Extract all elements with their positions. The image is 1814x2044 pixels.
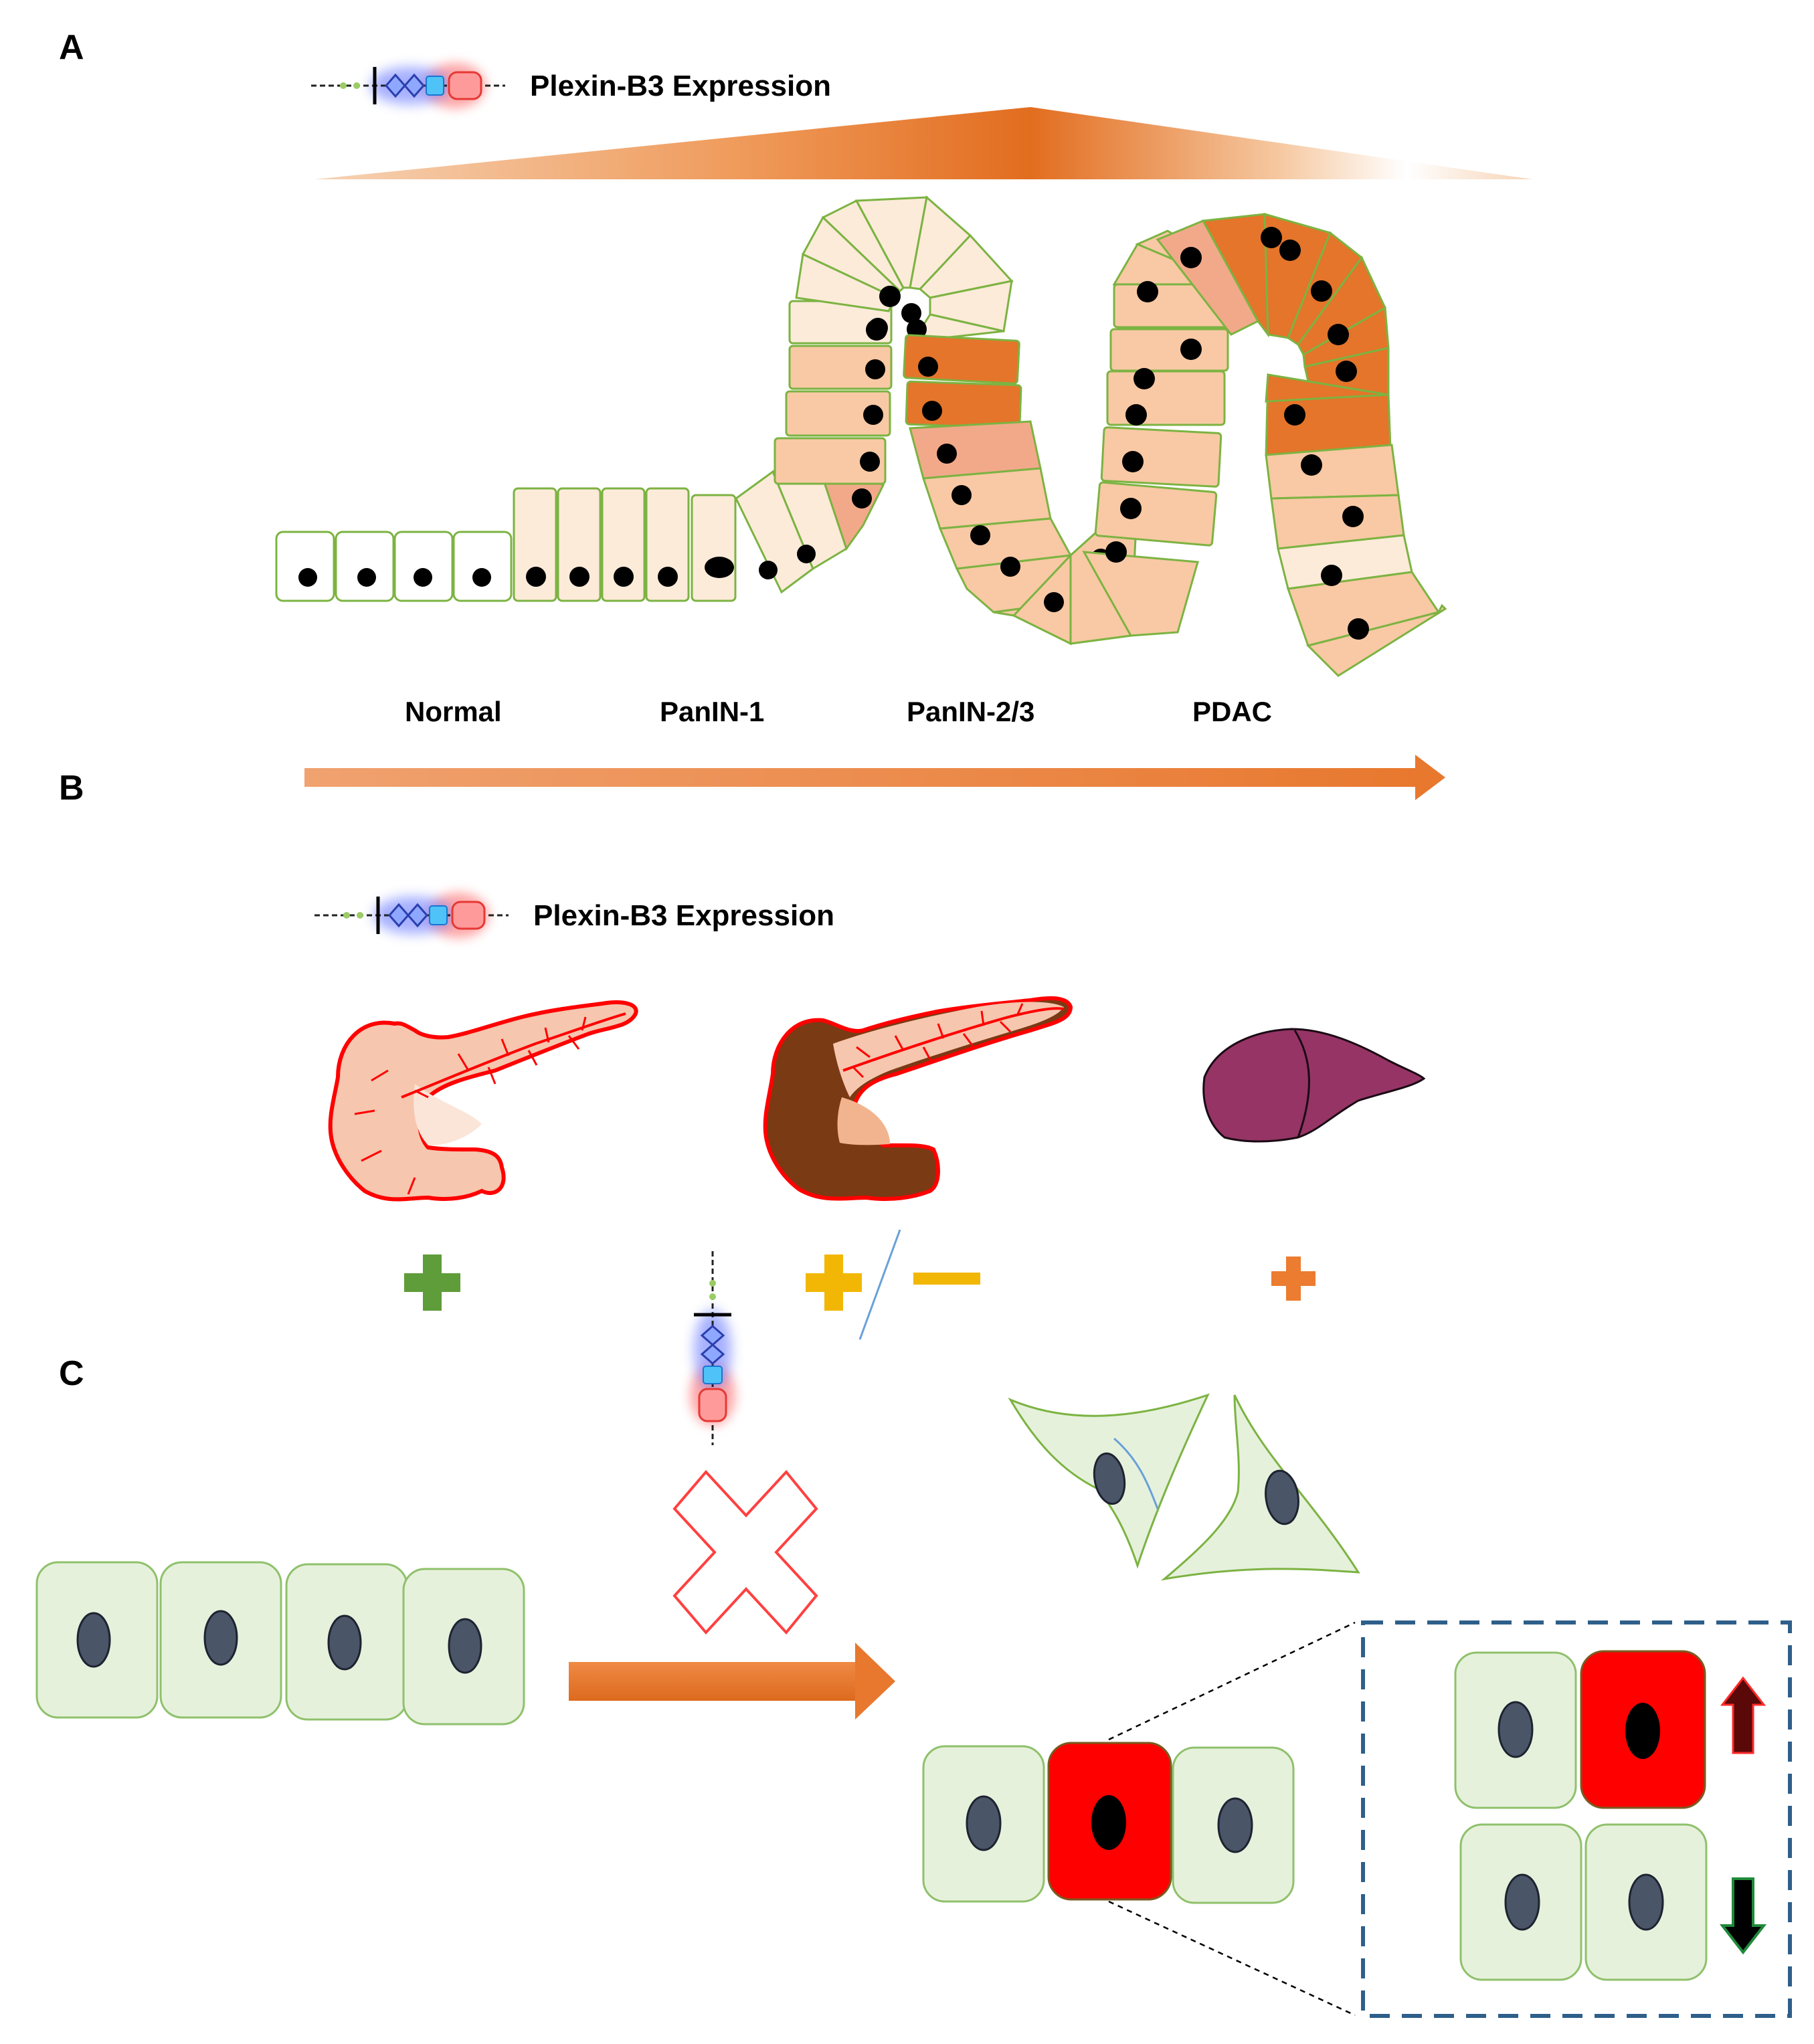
- healthy-pancreas-icon: [328, 1000, 638, 1202]
- slash-divider: [858, 1229, 901, 1340]
- liver-icon: [1202, 1028, 1426, 1143]
- zoom-inset-box: [1361, 1620, 1792, 2018]
- zoom-inset-cells: [1454, 1650, 1708, 1981]
- liver-positive-sign: [1271, 1257, 1316, 1301]
- process-arrow: [569, 1643, 895, 1720]
- panel-a-label: A: [59, 28, 84, 67]
- epithelium-progression-illustration: [275, 195, 1447, 677]
- expression-increase-wedge: [314, 107, 1030, 179]
- progression-arrow: [304, 755, 1445, 800]
- increase-arrow-icon: [1720, 1676, 1766, 1754]
- tumor-pancreas-icon: [763, 996, 1073, 1201]
- tumor-pancreas-negative-sign: [913, 1273, 980, 1285]
- epithelial-row-with-proliferating-cell: [922, 1742, 1295, 1904]
- plexin-b3-receptor-icon: [314, 893, 509, 938]
- stage-label-normal: Normal: [405, 696, 502, 727]
- healthy-pancreas-positive-sign: [404, 1255, 460, 1311]
- panel-a-title: Plexin-B3 Expression: [530, 70, 831, 102]
- migrating-mesenchymal-cells: [1008, 1393, 1360, 1581]
- zoom-connector-line: [1108, 1900, 1356, 2017]
- stage-label-panin-2-3: PanIN-2/3: [907, 696, 1034, 727]
- expression-decrease-wedge: [1030, 107, 1532, 179]
- panel-c-label: C: [59, 1354, 84, 1393]
- decrease-arrow-icon: [1719, 1877, 1767, 1955]
- tumor-pancreas-positive-sign: [806, 1255, 862, 1311]
- epithelial-cell-row: [35, 1561, 525, 1726]
- panel-b-label: B: [59, 769, 84, 808]
- stage-label-panin-1: PanIN-1: [660, 696, 764, 727]
- stage-label-pdac: PDAC: [1192, 696, 1272, 727]
- zoom-connector-line: [1108, 1621, 1356, 1741]
- plexin-b3-receptor-icon: [311, 63, 505, 108]
- plexin-b3-knockdown-icon: [672, 1251, 818, 1635]
- panel-b-title: Plexin-B3 Expression: [533, 899, 834, 932]
